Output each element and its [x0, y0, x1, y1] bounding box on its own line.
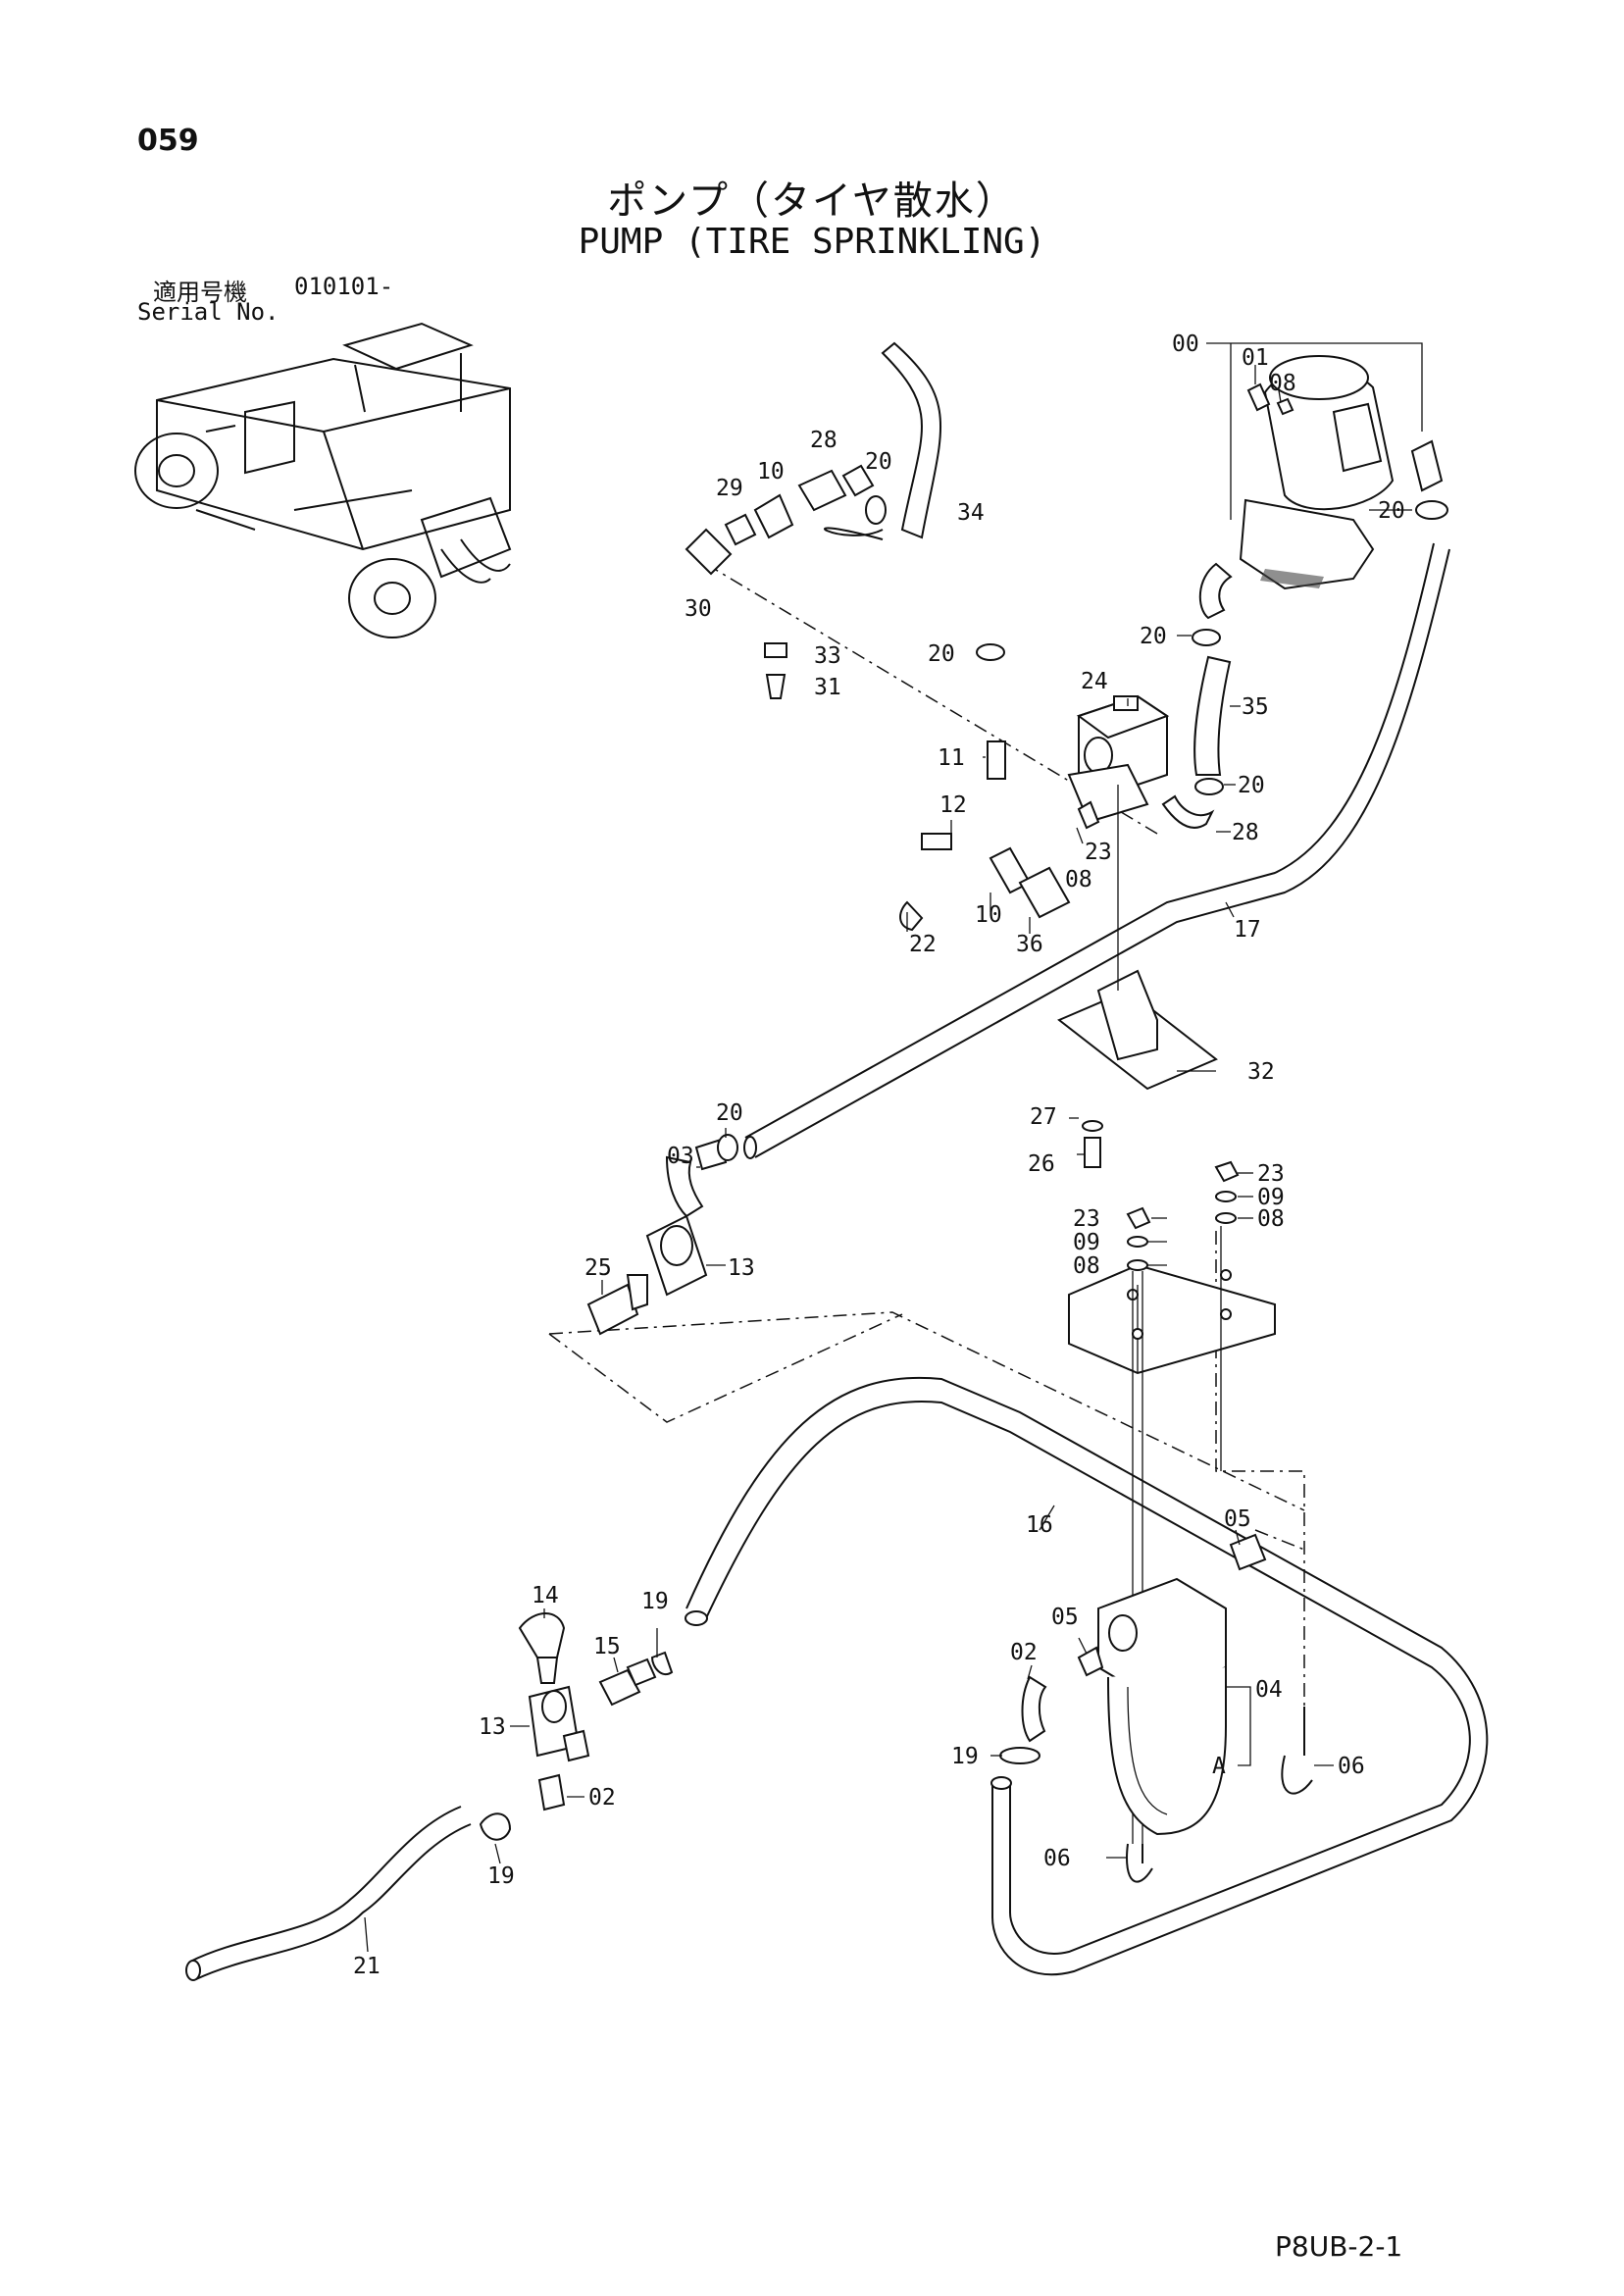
callout-labels: 00 01 08 20 20 35 20 28 24 11 12 23 08 2… [353, 332, 1405, 1979]
callout-23: 23 [1073, 1206, 1100, 1232]
callout-35: 35 [1242, 694, 1269, 720]
callout-16: 16 [1026, 1512, 1053, 1538]
callout-10: 10 [975, 902, 1002, 928]
hose-21 [185, 1806, 472, 1981]
callout-25: 25 [584, 1255, 612, 1281]
callout-08: 08 [1073, 1253, 1100, 1279]
callout-22: 22 [909, 932, 937, 957]
hose-34 [825, 341, 941, 539]
upper-fittings [685, 464, 1224, 932]
leader-lines [364, 342, 1423, 1953]
page-number: 059 [137, 124, 199, 158]
callout-29: 29 [716, 476, 743, 501]
callout-23: 23 [1085, 840, 1112, 865]
callout-10: 10 [757, 459, 785, 485]
callout-06: 06 [1338, 1754, 1365, 1779]
callout-01: 01 [1242, 345, 1269, 371]
callout-03: 03 [667, 1144, 694, 1169]
callout-20: 20 [716, 1100, 743, 1126]
callout-08: 08 [1269, 371, 1296, 396]
hose-16 [685, 1376, 1489, 1976]
serial-label-japanese: 適用号機 [153, 279, 247, 306]
pump-assembly [1198, 355, 1448, 620]
callout-27: 27 [1030, 1104, 1057, 1130]
callout-08: 08 [1065, 867, 1092, 893]
callout-33: 33 [814, 643, 841, 669]
callout-32: 32 [1247, 1059, 1275, 1085]
callout-14: 14 [532, 1583, 559, 1608]
callout-24: 24 [1081, 669, 1108, 694]
callout-00: 00 [1172, 332, 1199, 357]
callout-20: 20 [1378, 498, 1405, 524]
callout-36: 36 [1016, 932, 1043, 957]
document-code: P8UB-2-1 [1275, 2230, 1403, 2263]
hose-35 [1193, 655, 1232, 776]
callout-20: 20 [928, 641, 955, 667]
callout-05: 05 [1051, 1605, 1079, 1630]
callout-02: 02 [588, 1785, 616, 1811]
callout-06: 06 [1043, 1846, 1071, 1871]
page-title-japanese: ポンプ（タイヤ散水） [607, 179, 1017, 224]
solenoid-valve [1067, 694, 1215, 829]
callout-34: 34 [957, 500, 985, 526]
lower-bracket [1068, 1160, 1276, 1844]
machine-illustration [134, 322, 512, 638]
callout-08: 08 [1257, 1206, 1285, 1232]
callout-20: 20 [1238, 773, 1265, 798]
callout-09: 09 [1257, 1185, 1285, 1210]
callout-19: 19 [487, 1863, 515, 1889]
assembly-lines [548, 563, 1305, 1707]
callout-31: 31 [814, 675, 841, 700]
strainer-04 [999, 1533, 1313, 1883]
lower-left-fittings [479, 1612, 674, 1841]
callout-23: 23 [1257, 1161, 1285, 1187]
callout-17: 17 [1234, 917, 1261, 943]
callout-13: 13 [728, 1255, 755, 1281]
callout-02: 02 [1010, 1640, 1038, 1665]
callout-19: 19 [641, 1589, 669, 1614]
callout-30: 30 [685, 596, 712, 622]
callout-20: 20 [1140, 624, 1167, 649]
callout-26: 26 [1028, 1151, 1055, 1177]
callout-20: 20 [865, 449, 892, 475]
callout-04: 04 [1255, 1677, 1283, 1703]
callout-28: 28 [1232, 820, 1259, 845]
callout-28: 28 [810, 428, 837, 453]
callout-11: 11 [938, 745, 965, 771]
middle-fittings [586, 1134, 738, 1336]
serial-number-value: 010101- [294, 273, 394, 300]
callout-21: 21 [353, 1954, 381, 1979]
bracket-32 [1057, 785, 1218, 1168]
callout-13: 13 [479, 1714, 506, 1740]
callout-15: 15 [593, 1634, 621, 1659]
callout-05: 05 [1224, 1506, 1251, 1532]
callout-19: 19 [951, 1744, 979, 1769]
callout-12: 12 [939, 792, 967, 818]
callout-label-A: A [1212, 1754, 1226, 1779]
page-title-english: PUMP (TIRE SPRINKLING) [578, 222, 1046, 262]
serial-label-english: Serial No. [137, 298, 279, 326]
hose-17 [743, 542, 1450, 1159]
callout-09: 09 [1073, 1230, 1100, 1255]
